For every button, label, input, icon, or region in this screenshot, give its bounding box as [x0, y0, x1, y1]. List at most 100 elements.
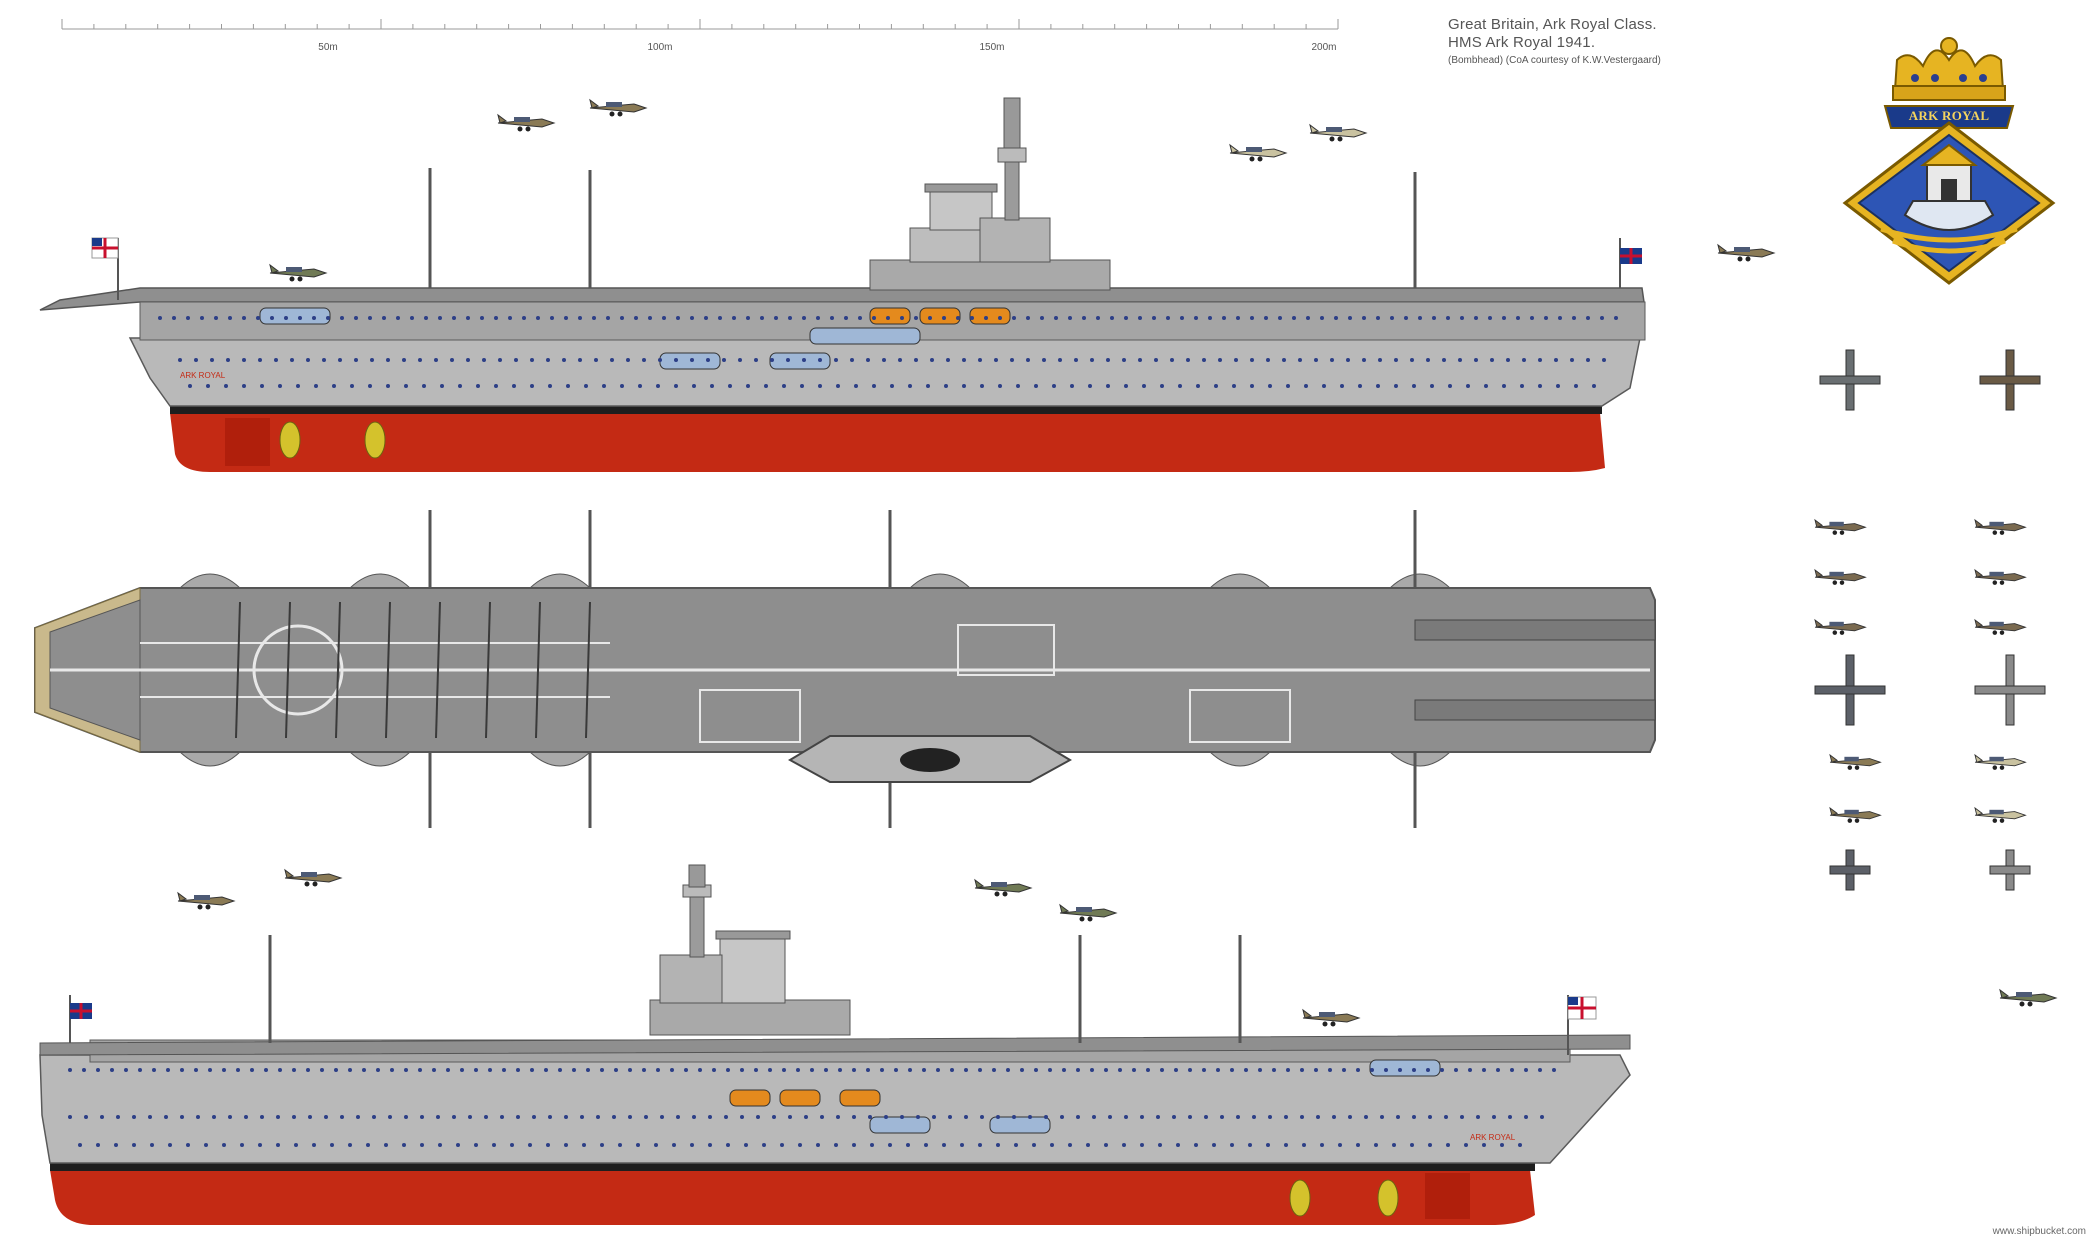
porthole — [1186, 358, 1190, 362]
aircraft-top-icon — [1989, 849, 2031, 891]
porthole — [1446, 1143, 1450, 1147]
porthole — [1016, 384, 1020, 388]
porthole — [528, 1143, 532, 1147]
porthole-rows-port — [68, 1068, 1556, 1147]
porthole — [908, 384, 912, 388]
porthole — [1558, 316, 1562, 320]
porthole — [1544, 316, 1548, 320]
porthole — [1364, 1115, 1368, 1119]
porthole — [1390, 316, 1394, 320]
porthole — [1158, 1143, 1162, 1147]
porthole — [258, 1143, 262, 1147]
porthole — [548, 384, 552, 388]
hull-side-port — [39, 1054, 1631, 1164]
porthole — [818, 384, 822, 388]
porthole — [754, 358, 758, 362]
porthole — [660, 1115, 664, 1119]
porthole — [1346, 358, 1350, 362]
porthole — [172, 316, 176, 320]
porthole — [466, 316, 470, 320]
porthole — [936, 1068, 940, 1072]
porthole — [114, 1143, 118, 1147]
porthole — [494, 384, 498, 388]
porthole — [1376, 316, 1380, 320]
arrester-wire — [535, 601, 541, 739]
ships-boats-port — [729, 1059, 1441, 1134]
porthole — [264, 1068, 268, 1072]
porthole — [1050, 1143, 1054, 1147]
porthole — [998, 384, 1002, 388]
porthole — [762, 1143, 766, 1147]
porthole — [82, 1068, 86, 1072]
porthole — [1320, 316, 1324, 320]
porthole — [684, 1068, 688, 1072]
porthole — [362, 1068, 366, 1072]
porthole — [1488, 316, 1492, 320]
porthole — [1492, 1115, 1496, 1119]
title-line-2: HMS Ark Royal 1941. — [1448, 34, 1596, 51]
porthole — [404, 1115, 408, 1119]
porthole — [894, 1068, 898, 1072]
porthole — [900, 316, 904, 320]
porthole — [260, 1115, 264, 1119]
porthole — [124, 1068, 128, 1072]
porthole — [606, 316, 610, 320]
porthole — [1502, 316, 1506, 320]
porthole — [772, 1115, 776, 1119]
porthole — [1006, 1068, 1010, 1072]
porthole — [1516, 316, 1520, 320]
porthole — [1314, 1068, 1318, 1072]
porthole — [1236, 1115, 1240, 1119]
porthole — [726, 1068, 730, 1072]
ships-boat — [869, 1116, 931, 1134]
porthole — [256, 316, 260, 320]
porthole — [356, 1115, 360, 1119]
porthole — [1214, 384, 1218, 388]
porthole — [226, 358, 230, 362]
porthole — [1508, 1115, 1512, 1119]
porthole — [278, 1068, 282, 1072]
sponson — [1388, 751, 1452, 767]
porthole — [516, 1068, 520, 1072]
porthole — [800, 384, 804, 388]
porthole — [1342, 1068, 1346, 1072]
porthole — [1202, 1068, 1206, 1072]
porthole — [180, 1115, 184, 1119]
porthole — [760, 316, 764, 320]
porthole — [1010, 358, 1014, 362]
porthole — [946, 358, 950, 362]
porthole — [388, 1115, 392, 1119]
porthole — [754, 1068, 758, 1072]
porthole — [780, 1143, 784, 1147]
porthole — [866, 1068, 870, 1072]
porthole-rows — [158, 316, 1618, 388]
porthole — [1332, 1115, 1336, 1119]
porthole — [1070, 384, 1074, 388]
porthole — [1474, 358, 1478, 362]
porthole — [1244, 1068, 1248, 1072]
arrester-wire — [485, 601, 491, 739]
porthole — [1074, 358, 1078, 362]
porthole — [1412, 1115, 1416, 1119]
porthole — [322, 358, 326, 362]
porthole — [564, 1143, 568, 1147]
porthole — [314, 384, 318, 388]
crest-graphic — [1842, 37, 2056, 285]
porthole — [1320, 1143, 1324, 1147]
porthole — [348, 1143, 352, 1147]
porthole — [1222, 316, 1226, 320]
porthole — [1042, 358, 1046, 362]
porthole — [482, 358, 486, 362]
ship-profile-starboard: ARK ROYAL — [30, 88, 1670, 488]
porthole — [740, 1068, 744, 1072]
porthole — [418, 1068, 422, 1072]
credit-line: (Bombhead) (CoA courtesy of K.W.Vesterga… — [1448, 55, 1661, 66]
porthole — [816, 1143, 820, 1147]
porthole — [1020, 1068, 1024, 1072]
porthole — [980, 1115, 984, 1119]
porthole — [488, 1068, 492, 1072]
porthole — [276, 1143, 280, 1147]
porthole — [582, 1143, 586, 1147]
porthole — [110, 1068, 114, 1072]
aircraft-top-icon — [1979, 349, 2041, 411]
